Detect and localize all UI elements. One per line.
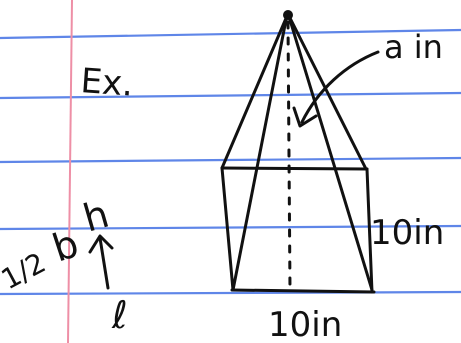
pyramid-inner-right-edge — [288, 18, 374, 292]
formula-h: h — [78, 192, 113, 241]
base-left-edge — [220, 166, 235, 292]
formula-l: ℓ — [111, 293, 128, 337]
example-label: Ex. — [79, 61, 134, 105]
base-top-edge — [220, 166, 369, 171]
height-dashed-line — [286, 20, 292, 292]
ruled-line — [0, 28, 461, 40]
slant-arrowhead — [292, 106, 318, 128]
base-right-edge — [365, 167, 374, 294]
pyramid-inner-left-edge — [231, 18, 288, 292]
ruled-line — [0, 91, 461, 100]
ruled-line — [0, 224, 461, 231]
pyramid-drawing — [88, 10, 380, 294]
l-arrow — [98, 236, 110, 290]
slant-height-label: a in — [384, 28, 443, 66]
ruled-line — [0, 156, 461, 164]
margin-line — [67, 0, 73, 343]
slant-arrow — [300, 50, 380, 124]
formula-fraction: 1/2 — [0, 246, 51, 296]
base-label: 10in — [268, 305, 342, 343]
base-bottom-edge — [230, 288, 376, 294]
height-label: 10in — [370, 213, 444, 253]
ruled-lines — [0, 28, 461, 296]
pyramid-left-edge — [220, 14, 289, 170]
pyramid-right-edge — [287, 14, 368, 171]
l-arrowhead — [88, 234, 114, 254]
ruled-line — [0, 290, 461, 296]
